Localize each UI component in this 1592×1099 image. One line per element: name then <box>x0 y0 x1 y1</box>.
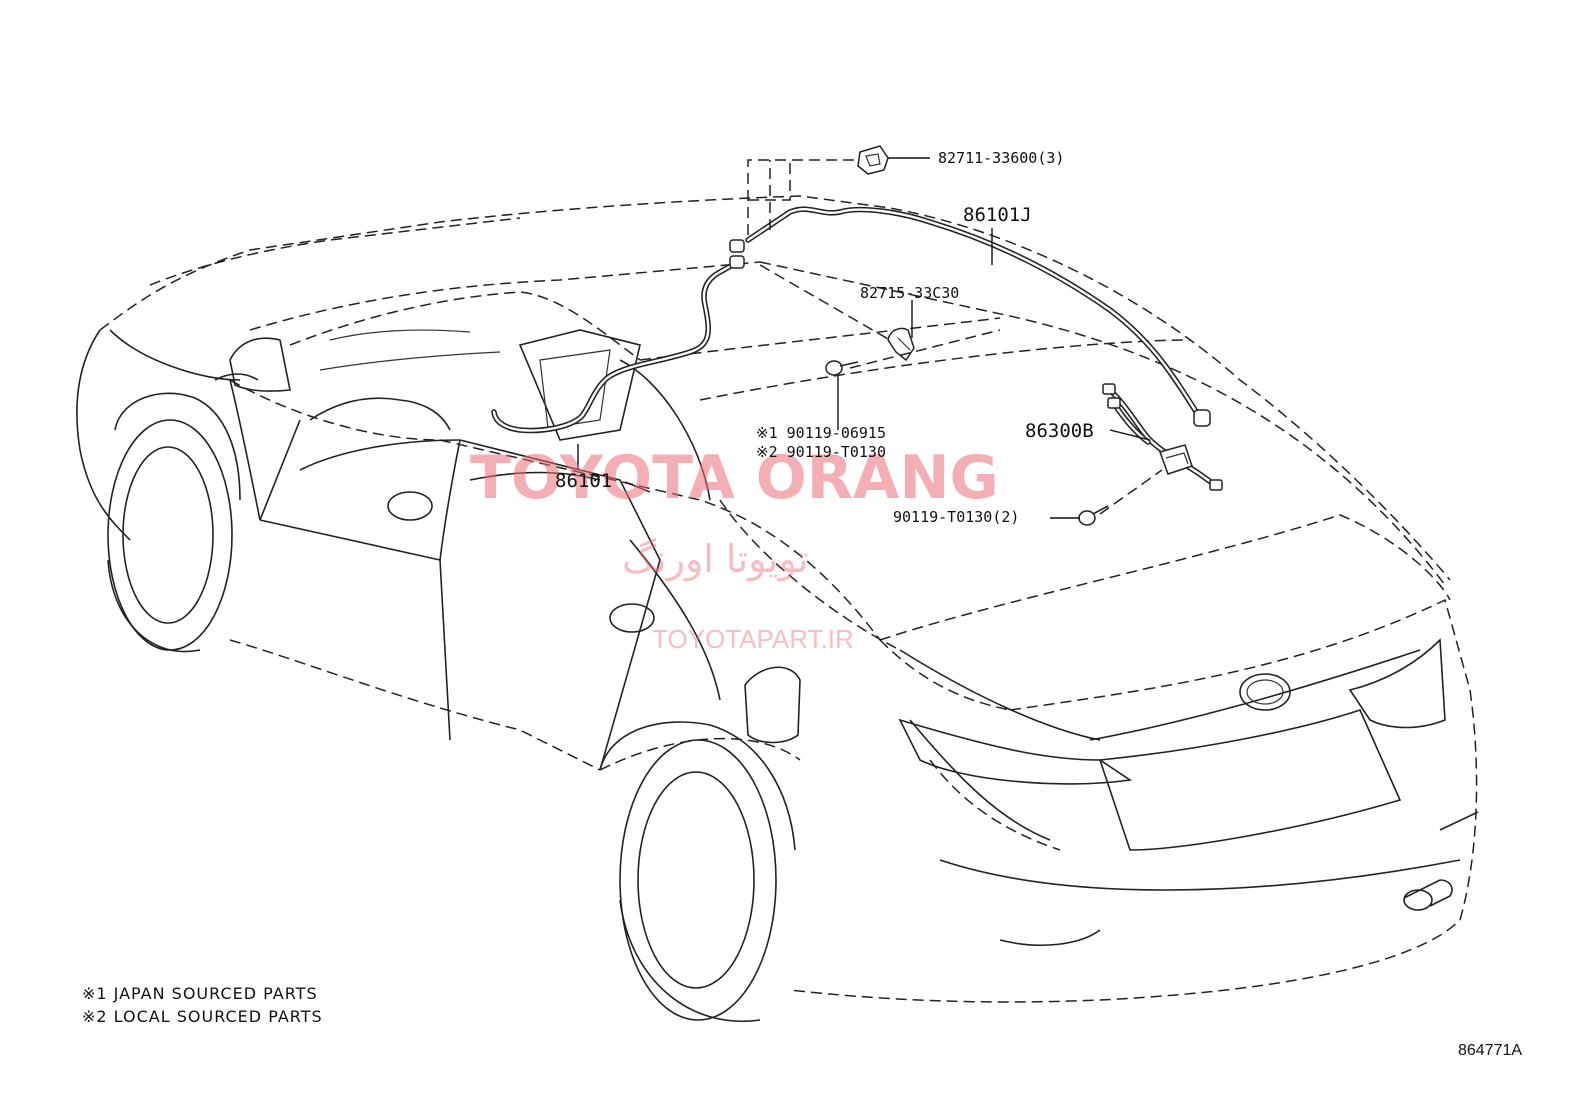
bolt-part <box>825 360 859 376</box>
callout-receiver: 86300B <box>1025 420 1094 442</box>
watermark-brand: TOYOTA ORANG <box>470 443 999 513</box>
footnote-local: ※2 LOCAL SOURCED PARTS <box>82 1007 323 1026</box>
callout-bolt-receiver: 90119-T0130(2) <box>893 508 1020 526</box>
cable-end-icon <box>1193 409 1211 427</box>
callout-antenna-holder: 82711-33600(3) <box>938 149 1065 167</box>
footnote-japan: ※1 JAPAN SOURCED PARTS <box>82 984 318 1003</box>
figure-code: 864771A <box>1458 1042 1523 1059</box>
connector-icon <box>729 239 745 253</box>
callout-clamp: 82715-33C30 <box>860 284 960 302</box>
leader-lines <box>577 157 1151 519</box>
antenna-holder-part <box>857 145 889 175</box>
callout-bolt-local: ※2 90119-T0130 <box>756 443 886 461</box>
callout-front-cable: 86101 <box>555 470 613 492</box>
bolt-receiver-part <box>1078 505 1109 526</box>
car-detail-lines <box>76 329 1479 1022</box>
watermark-brand-fa: تویوتا اورنگ <box>622 537 809 581</box>
car-body-outline <box>99 195 1478 1003</box>
watermark-url: TOYOTAPART.IR <box>652 624 854 654</box>
connector-icon <box>729 255 745 269</box>
antenna-cable <box>491 206 1211 434</box>
clamp-part <box>887 327 915 362</box>
callout-roof-cable: 86101J <box>963 204 1032 226</box>
callout-bolt-japan: ※1 90119-06915 <box>756 424 886 442</box>
receiver-part <box>1102 383 1223 491</box>
reference-lines <box>747 159 1163 515</box>
